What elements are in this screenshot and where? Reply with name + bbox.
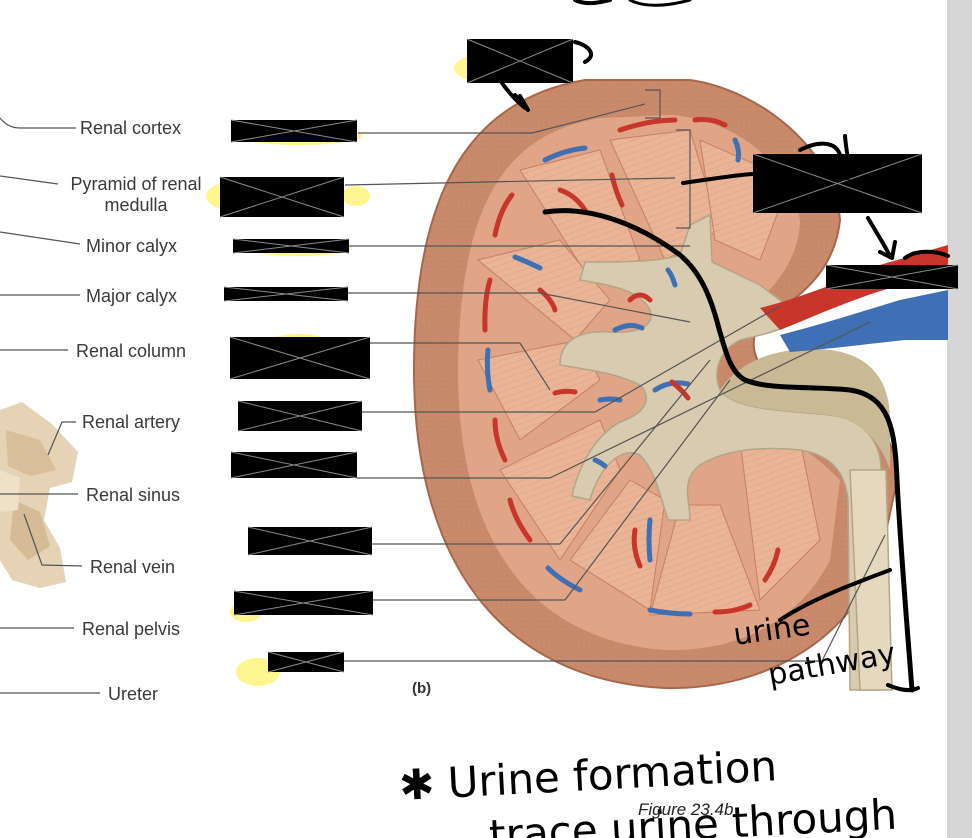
label-renal-pelvis: Renal pelvis [82, 619, 180, 639]
kidney-section [412, 79, 948, 691]
specimen-photo [0, 402, 78, 588]
redaction-box-10 [267, 651, 345, 673]
ink-line-pyramid [681, 172, 754, 185]
redaction-box-9 [233, 590, 374, 616]
label-renal-sinus: Renal sinus [86, 485, 180, 505]
figure-caption: Figure 23.4b [638, 800, 733, 819]
ink-arrow-top [498, 78, 530, 112]
redaction-box-6 [237, 400, 363, 432]
left-leader-lines [0, 117, 100, 694]
leader-lines [344, 103, 886, 662]
redaction-boxes [219, 38, 959, 673]
redaction-box-right-2 [825, 264, 959, 290]
cortex-bracket [645, 89, 661, 119]
pyramid-bracket [676, 129, 691, 229]
label-pyramid-line1: Pyramid of renal [70, 174, 201, 194]
label-renal-artery: Renal artery [82, 412, 180, 432]
redaction-box-1 [230, 119, 358, 143]
redaction-box-4 [223, 286, 349, 302]
redaction-box-top [466, 38, 574, 84]
ink-scribble-top [573, 0, 612, 6]
redaction-box-2 [219, 176, 345, 218]
label-major-calyx: Major calyx [86, 286, 177, 306]
ink-arrow-right [866, 216, 897, 260]
renal-sinus-shadow [720, 349, 890, 470]
redaction-box-8 [247, 526, 373, 556]
label-renal-vein: Renal vein [90, 557, 175, 577]
label-renal-column: Renal column [76, 341, 186, 361]
redaction-box-5 [229, 336, 371, 380]
ureter-shape [849, 469, 893, 691]
page-edge [947, 0, 972, 838]
label-pyramid-line2: medulla [104, 195, 168, 215]
label-minor-calyx: Minor calyx [86, 236, 177, 256]
redaction-box-right-1 [752, 153, 923, 214]
panel-label: (b) [412, 680, 431, 697]
renal-vein-vessel [780, 290, 948, 352]
arcuate-vessels [482, 117, 781, 617]
redaction-box-7 [230, 451, 358, 479]
label-renal-cortex: Renal cortex [80, 118, 181, 138]
label-ureter: Ureter [108, 684, 158, 704]
redaction-box-3 [232, 238, 350, 254]
ink-urine-pathway-line [542, 208, 915, 693]
